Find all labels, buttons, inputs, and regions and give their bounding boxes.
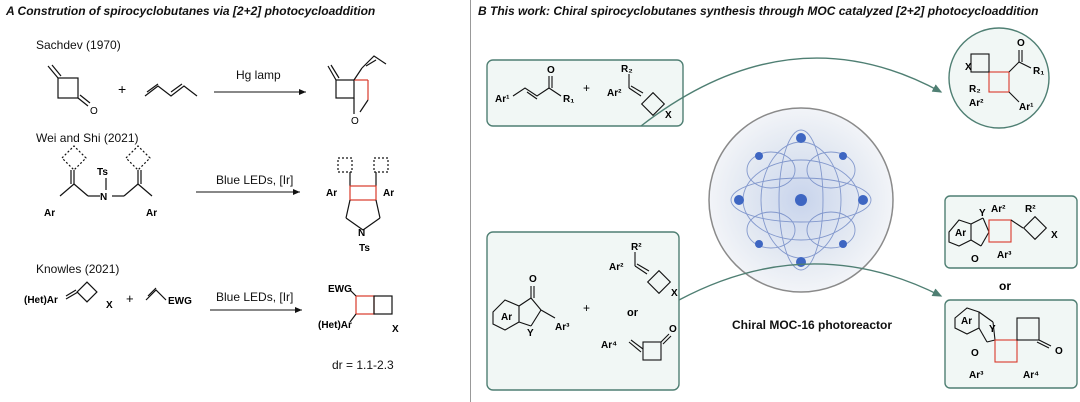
ar-left-product: Ar — [326, 188, 337, 199]
x-label-substrate: X — [106, 300, 113, 311]
x-label-bottom: X — [671, 288, 678, 299]
ts-product: Ts — [359, 243, 370, 254]
r1-label-prod-top: R₁ — [1033, 66, 1044, 77]
y-label-mid: Y — [979, 208, 986, 219]
ewg-product: EWG — [328, 284, 352, 295]
wei-shi-product — [337, 157, 389, 231]
condition-hg-lamp: Hg lamp — [236, 68, 281, 82]
ar2-label-mid: Ar² — [991, 204, 1006, 215]
plus-sign-2: + — [126, 291, 134, 306]
x-label-product: X — [392, 324, 399, 335]
plus-bottom: + — [583, 301, 590, 315]
ar-label-bottom-prod: Ar — [961, 316, 972, 327]
aurone-structure — [492, 286, 556, 331]
or-label-products: or — [999, 279, 1011, 293]
ar-right-product: Ar — [383, 188, 394, 199]
pentadiene — [144, 83, 198, 97]
spiro-oxetane-product — [327, 55, 387, 114]
het-ar-substrate: (Het)Ar — [24, 295, 58, 306]
x-label-prod-top: X — [965, 62, 972, 73]
ar3-label-bottom-prod: Ar³ — [969, 370, 984, 381]
curved-arrow-bottom — [678, 263, 943, 301]
ar1-label-top: Ar¹ — [495, 94, 510, 105]
enone-structure — [512, 76, 562, 100]
panel-a-schemes: O + O N Ts Ar Ar — [24, 55, 399, 335]
condition-blue-leds-ir-2: Blue LEDs, [Ir] — [216, 290, 294, 304]
ar-label-aurone: Ar — [501, 312, 512, 323]
row-label-knowles: Knowles (2021) — [36, 262, 120, 276]
curved-arrow-top — [640, 57, 943, 127]
oxygen-label: O — [90, 106, 98, 117]
ar-right-substrate: Ar — [146, 208, 157, 219]
het-ar-product: (Het)Ar — [318, 320, 352, 331]
panel-b-schemes: Ar¹ O R₁ + R₂ Ar² X Ar O Y Ar³ + R² Ar² … — [486, 27, 1078, 391]
ts-label-substrate: Ts — [97, 167, 108, 178]
o-label-bottom-prod-2: O — [1055, 346, 1063, 357]
r1-label-top: R₁ — [563, 94, 574, 105]
ar2-label-bottom: Ar² — [609, 262, 624, 273]
r2-label-prod-top: R₂ — [969, 84, 981, 95]
knowles-product — [349, 289, 393, 323]
x-label-mid: X — [1051, 230, 1058, 241]
ar2-label-top: Ar² — [607, 88, 622, 99]
condition-blue-leds-ir-1: Blue LEDs, [Ir] — [216, 173, 294, 187]
knowles-substrate — [65, 281, 98, 303]
oxetane-o-label: O — [351, 116, 359, 127]
plus-top: + — [583, 81, 590, 95]
wei-shi-substrate — [59, 145, 153, 197]
o-label-top: O — [547, 65, 555, 76]
r2-label-mid: R² — [1025, 204, 1036, 215]
r2-label-bottom: R² — [631, 242, 642, 253]
y-label-bottom-prod: Y — [989, 324, 996, 335]
ar3-label-mid: Ar³ — [997, 250, 1012, 261]
moc-label: Chiral MOC-16 photoreactor — [732, 318, 893, 332]
middle-product-structure — [948, 215, 1048, 247]
bottom-product-box — [944, 299, 1078, 389]
top-reactant-box — [486, 59, 684, 127]
o-label-bottom-prod: O — [971, 348, 979, 359]
y-label-aurone: Y — [527, 328, 534, 339]
panel-a-header: A Constrution of spirocyclobutanes via [… — [6, 4, 376, 18]
o-label-mid: O — [971, 254, 979, 265]
ar-left-substrate: Ar — [44, 208, 55, 219]
plus-sign: + — [118, 81, 126, 97]
row-label-sachdev: Sachdev (1970) — [36, 38, 121, 52]
dr-note: dr = 1.1-2.3 — [332, 358, 394, 372]
ewg-substrate: EWG — [168, 296, 192, 307]
methylenecyclobutanone — [47, 64, 91, 107]
r2-label-top: R₂ — [621, 64, 633, 75]
ar3-label-aurone: Ar³ — [555, 322, 570, 333]
nitrogen-label: N — [100, 192, 107, 203]
ar4-label-bottom: Ar⁴ — [601, 340, 617, 351]
alkylidene-structure-2 — [634, 252, 672, 295]
top-product-structure — [970, 50, 1032, 103]
ar2-label-prod-top: Ar² — [969, 98, 984, 109]
bottom-reactant-box — [486, 231, 680, 391]
or-label-bottom-box: or — [627, 307, 639, 319]
x-label-top: X — [665, 110, 672, 121]
bottom-product-structure — [954, 307, 1052, 363]
row-label-wei-shi: Wei and Shi (2021) — [36, 131, 139, 145]
n-product: N — [358, 228, 365, 239]
vinyl-ewg — [145, 287, 167, 301]
panel-divider — [470, 0, 471, 402]
o-label-aurone: O — [529, 274, 537, 285]
panel-b-header: B This work: Chiral spirocyclobutanes sy… — [478, 4, 1039, 18]
o-label-cyclobutanone: O — [669, 324, 677, 335]
alkylidene-structure — [628, 74, 666, 117]
moc-metal-nodes — [734, 133, 868, 267]
o-label-prod-top: O — [1017, 38, 1025, 49]
cyclobutanone-structure — [628, 333, 672, 361]
ar1-label-prod-top: Ar¹ — [1019, 102, 1034, 113]
top-product-circle — [948, 27, 1050, 129]
ar-label-mid: Ar — [955, 228, 966, 239]
ar4-label-bottom-prod: Ar⁴ — [1023, 370, 1039, 381]
